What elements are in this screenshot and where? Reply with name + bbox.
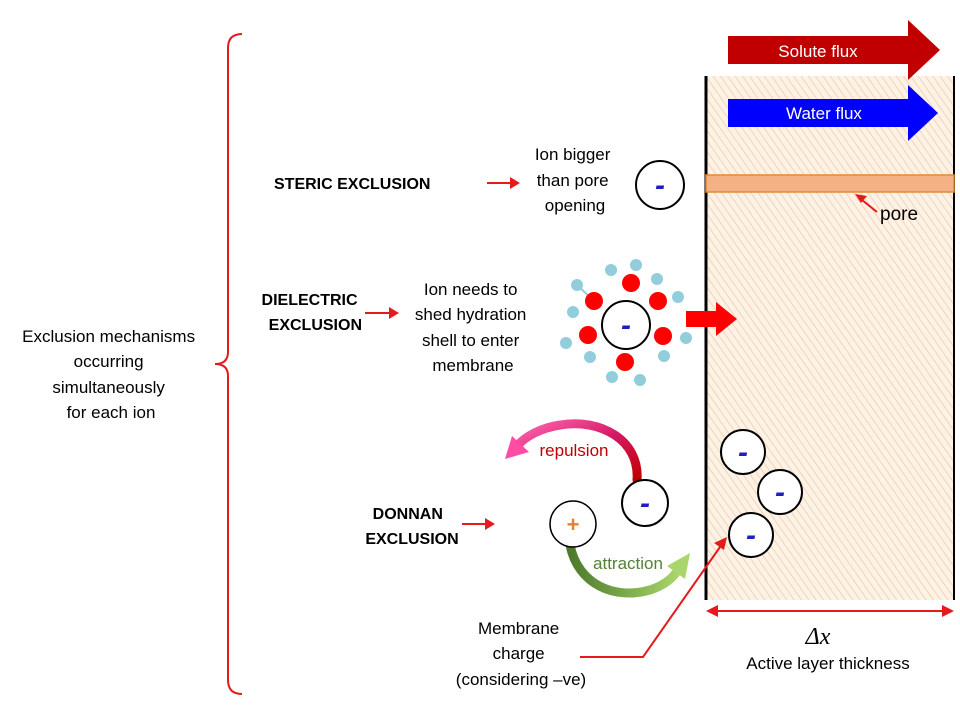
thickness-label: Active layer thickness (746, 654, 909, 673)
dielectric-arrow (365, 307, 399, 319)
hydrated-anion: - (560, 259, 692, 386)
svg-text:-: - (775, 476, 785, 509)
dielectric-exclusion-title: DIELECTRIC EXCLUSION (262, 292, 362, 334)
steric-exclusion-title: STERIC EXCLUSION (274, 176, 430, 193)
donnan-exclusion-title: DONNAN EXCLUSION (365, 506, 458, 548)
attraction-label: attraction (593, 554, 663, 573)
svg-text:-: - (621, 309, 631, 342)
dielectric-description: Ion needs to shed hydration shell to ent… (415, 280, 531, 375)
svg-text:-: - (738, 436, 748, 469)
pore-pointer-arrow (855, 194, 878, 213)
donnan-anion: - (621, 479, 669, 527)
repulsion-label: repulsion (540, 441, 609, 460)
steric-arrow (487, 177, 520, 189)
delta-x-label: Δx (805, 624, 831, 650)
exclusion-summary-label: Exclusion mechanisms occurring simultane… (22, 327, 200, 422)
svg-text:+: + (567, 512, 580, 537)
membrane-charge-label: Membrane charge (considering –ve) (456, 619, 586, 689)
steric-description: Ion bigger than pore opening (535, 145, 615, 215)
pore-label: pore (880, 204, 918, 225)
curly-brace (214, 33, 243, 695)
steric-anion: - (635, 160, 685, 210)
water-flux-arrow: Water flux (728, 85, 938, 141)
membrane-fixed-charge: - (720, 429, 766, 475)
svg-text:-: - (640, 487, 650, 520)
thickness-dimension-arrow (706, 605, 954, 617)
pore-channel (705, 174, 955, 193)
attraction-arrow (565, 540, 690, 598)
svg-text:-: - (746, 519, 756, 552)
solute-flux-arrow: Solute flux (728, 20, 940, 80)
entry-block-arrow (686, 302, 737, 336)
water-flux-label: Water flux (786, 104, 862, 123)
repulsion-arrow (505, 419, 642, 485)
solute-flux-label: Solute flux (778, 42, 858, 61)
donnan-arrow (462, 518, 495, 530)
membrane-fixed-charge: - (728, 512, 774, 558)
svg-text:-: - (655, 169, 665, 202)
membrane-charge-pointer (580, 537, 727, 658)
hydration-shell-oxygen (560, 259, 692, 386)
cation: + (549, 500, 597, 548)
membrane-fixed-charge: - (757, 469, 803, 515)
